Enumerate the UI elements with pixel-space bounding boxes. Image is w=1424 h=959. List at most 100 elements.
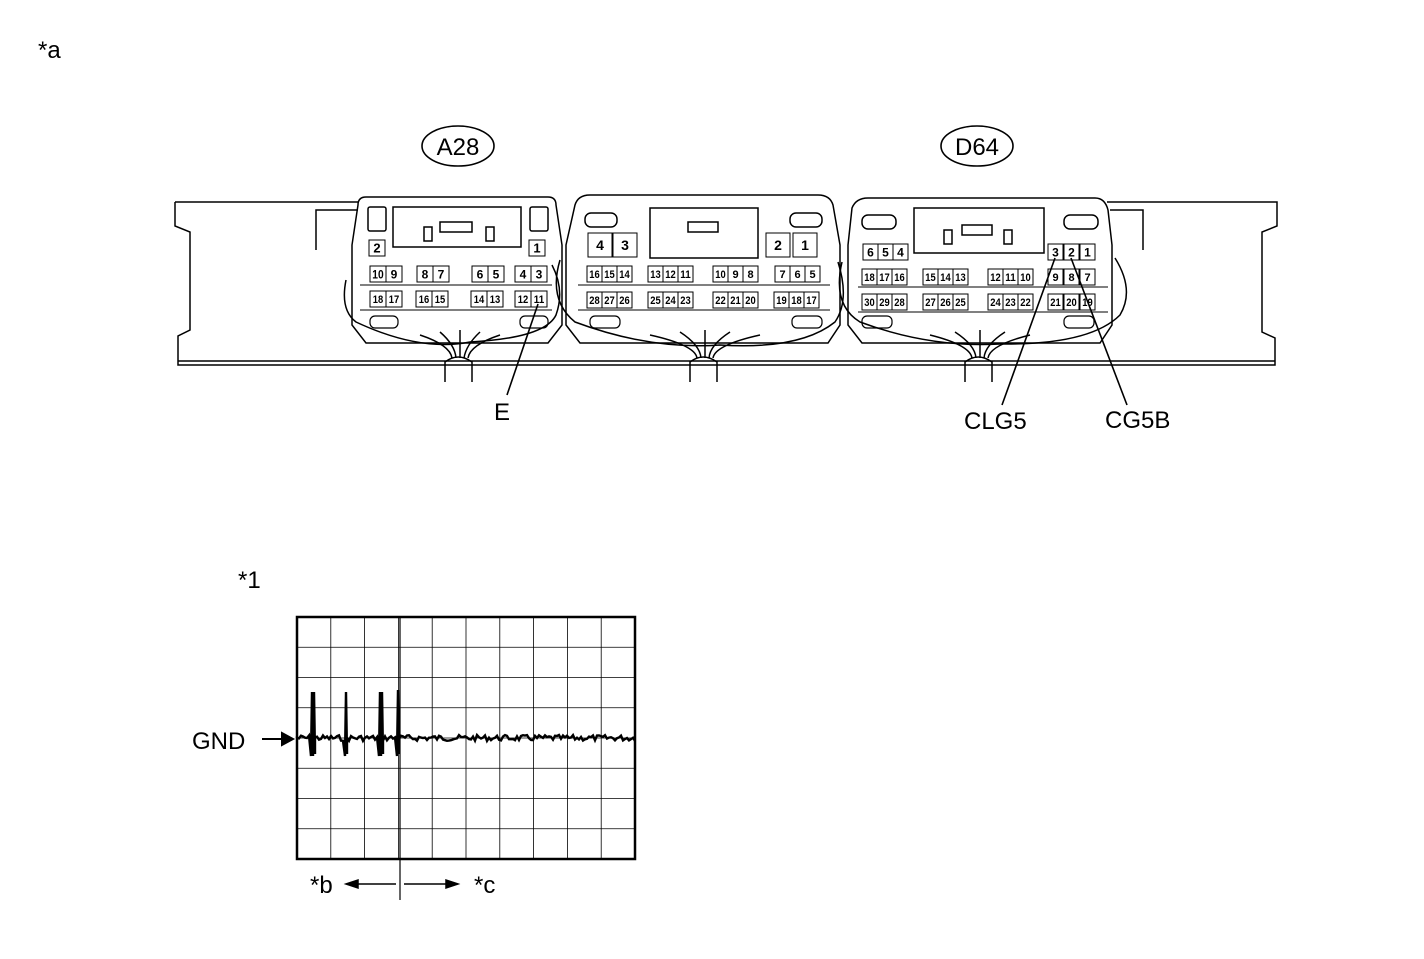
pin-number: 28 — [589, 295, 599, 307]
callout-e-label: E — [494, 399, 510, 426]
pin-number: 21 — [730, 295, 740, 307]
latch-tab — [791, 315, 823, 329]
pin-cell-3 — [612, 232, 638, 258]
pin-number: 8 — [747, 269, 753, 281]
pin-number: 5 — [493, 267, 500, 281]
pin-number: 12 — [518, 294, 528, 306]
pin-cell-22 — [1017, 293, 1034, 311]
pin-number: 2 — [774, 237, 782, 253]
pin-number: 3 — [1052, 245, 1059, 259]
latch-tab — [589, 315, 621, 329]
pin-cell-21 — [1047, 293, 1064, 311]
pin-number: 5 — [809, 269, 815, 281]
pin-number: 10 — [715, 269, 725, 281]
connector-middle-body — [555, 194, 845, 347]
arrow-c-label: *c — [474, 872, 495, 899]
pin-cell-8 — [742, 265, 759, 283]
figure-label-a: *a — [38, 37, 61, 64]
pin-number: 9 — [732, 269, 738, 281]
pin-cell-7 — [432, 265, 450, 283]
pin-number: 13 — [650, 269, 660, 281]
pin-cell-11 — [530, 290, 548, 308]
pin-number: 10 — [1020, 272, 1030, 284]
pin-cell-26 — [616, 291, 633, 309]
time-direction-arrows — [343, 878, 461, 890]
pin-number: 17 — [806, 295, 816, 307]
callout-leaders — [506, 257, 1128, 406]
gnd-label: GND — [192, 728, 245, 755]
pin-number: 25 — [955, 297, 965, 309]
pin-number: 9 — [1052, 272, 1058, 284]
pin-number: 9 — [391, 267, 398, 281]
pin-number: 26 — [940, 297, 950, 309]
pin-number: 2 — [373, 241, 380, 256]
pin-number: 8 — [422, 267, 429, 281]
latch-tab — [369, 315, 399, 329]
gnd-arrow — [262, 731, 296, 747]
pin-number: 13 — [955, 272, 965, 284]
pin-number: 7 — [779, 269, 785, 281]
figure-label-1: *1 — [238, 567, 261, 594]
pin-number: 8 — [1068, 272, 1074, 284]
pin-cell-25 — [952, 293, 969, 311]
pin-number: 4 — [520, 267, 527, 281]
pin-number: 27 — [604, 295, 614, 307]
pin-number: 27 — [925, 297, 935, 309]
pin-number: 15 — [925, 272, 935, 284]
pin-cell-1 — [792, 232, 818, 258]
connector-a28-label: A28 — [437, 134, 480, 161]
waveform-trace — [295, 689, 636, 757]
pin-cell-17 — [385, 290, 403, 308]
pin-number: 18 — [864, 272, 874, 284]
connector-d64-label: D64 — [955, 134, 999, 161]
pin-cell-2 — [368, 239, 386, 257]
pin-number: 10 — [372, 267, 384, 281]
pin-number: 11 — [534, 294, 544, 306]
pin-number: 15 — [604, 269, 614, 281]
pin-cell-10 — [1017, 268, 1034, 286]
pin-cell-17 — [803, 291, 820, 309]
pin-number: 3 — [536, 267, 543, 281]
pin-number: 28 — [894, 297, 904, 309]
pin-cell-20 — [1063, 293, 1080, 311]
pin-number: 14 — [619, 269, 630, 281]
pin-cell-3 — [1047, 243, 1064, 261]
pin-number: 20 — [1066, 297, 1076, 309]
pin-cell-20 — [742, 291, 759, 309]
pin-number: 23 — [1005, 297, 1015, 309]
pin-number: 15 — [435, 294, 445, 306]
pin-number: 29 — [879, 297, 889, 309]
pin-number: 20 — [745, 295, 755, 307]
pin-number: 16 — [894, 272, 904, 284]
pin-cell-13 — [952, 268, 969, 286]
pin-number: 4 — [596, 237, 604, 253]
pin-number: 13 — [490, 294, 500, 306]
latch-tab — [861, 315, 893, 329]
pin-number: 4 — [897, 245, 904, 259]
pin-cell-2 — [765, 232, 791, 258]
pin-number: 6 — [867, 245, 874, 259]
pin-cell-5 — [487, 265, 505, 283]
pin-number: 7 — [1084, 272, 1090, 284]
pin-number: 1 — [533, 241, 540, 256]
pin-cell-19 — [1079, 293, 1096, 311]
connector-a28-badge — [421, 125, 495, 167]
pin-number: 5 — [882, 245, 889, 259]
pin-number: 1 — [801, 237, 809, 253]
pin-number: 12 — [665, 269, 675, 281]
pin-cell-11 — [677, 265, 694, 283]
pin-number: 7 — [438, 267, 445, 281]
pin-cell-23 — [677, 291, 694, 309]
pin-number: 11 — [1005, 272, 1015, 284]
callout-cg5b-label: CG5B — [1105, 407, 1170, 434]
pin-number: 17 — [879, 272, 889, 284]
pin-number: 24 — [990, 297, 1001, 309]
pin-number: 22 — [1020, 297, 1030, 309]
pin-number: 18 — [373, 294, 383, 306]
pin-number: 1 — [1084, 245, 1091, 259]
connector-d64-badge — [940, 125, 1014, 167]
pin-cell-9 — [385, 265, 403, 283]
pin-number: 24 — [665, 295, 676, 307]
pin-number: 23 — [680, 295, 690, 307]
latch-tab — [1063, 315, 1095, 329]
